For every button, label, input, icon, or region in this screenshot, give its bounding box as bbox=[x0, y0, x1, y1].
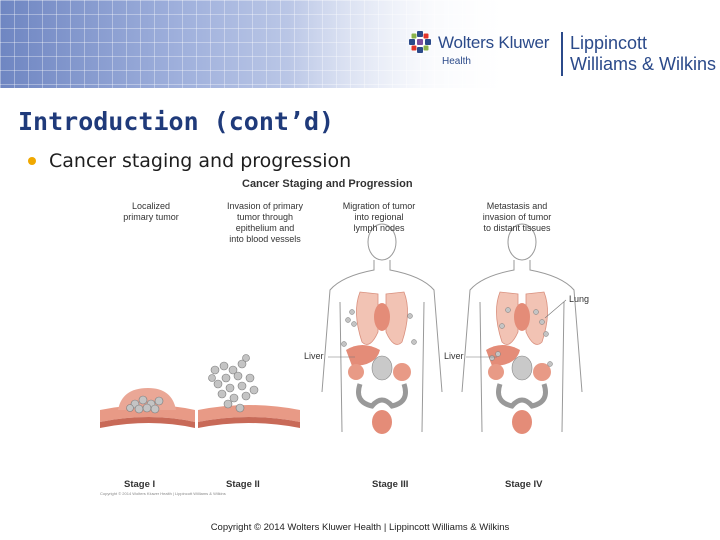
stage-3-body-icon bbox=[322, 224, 442, 434]
header-fade bbox=[0, 0, 720, 88]
bullet-marker bbox=[28, 157, 36, 165]
brand-lippincott: Lippincott bbox=[570, 33, 648, 53]
stage-label-4: Stage IV bbox=[505, 479, 543, 490]
stage-4-body-icon bbox=[462, 224, 582, 434]
stage-label-2: Stage II bbox=[226, 479, 260, 490]
brand-health: Health bbox=[442, 56, 471, 67]
stage-2-tissue-icon bbox=[198, 354, 300, 428]
brand-divider bbox=[561, 32, 563, 76]
brand-williams-wilkins: Williams & Wilkins bbox=[570, 54, 716, 74]
organ-label-lung: Lung bbox=[569, 294, 590, 304]
footer-copyright: Copyright © 2014 Wolters Kluwer Health |… bbox=[210, 522, 510, 533]
stage-1-tissue-icon bbox=[100, 388, 195, 428]
stage-label-3: Stage III bbox=[372, 479, 409, 490]
organ-label-liver-1: Liver bbox=[304, 351, 324, 361]
description-stage-4: Metastasis and invasion of tumor to dist… bbox=[482, 201, 552, 233]
figure-title: Cancer Staging and Progression bbox=[242, 178, 413, 190]
organ-label-liver-2: Liver bbox=[444, 351, 464, 361]
slide-title: Introduction (cont’d) bbox=[18, 107, 335, 136]
stage-label-1: Stage I bbox=[124, 479, 156, 490]
description-stage-3: Migration of tumor into regional lymph n… bbox=[342, 201, 416, 233]
bullet-text: Cancer staging and progression bbox=[49, 150, 352, 172]
figure-credit: Copyright © 2014 Wolters Kluwer Health |… bbox=[100, 491, 226, 496]
brand-wolters-kluwer: Wolters Kluwer bbox=[438, 33, 550, 52]
description-stage-1: Localized primary tumor bbox=[123, 201, 179, 222]
description-stage-2: Invasion of primary tumor through epithe… bbox=[226, 201, 304, 244]
wk-logo-icon bbox=[409, 31, 431, 53]
